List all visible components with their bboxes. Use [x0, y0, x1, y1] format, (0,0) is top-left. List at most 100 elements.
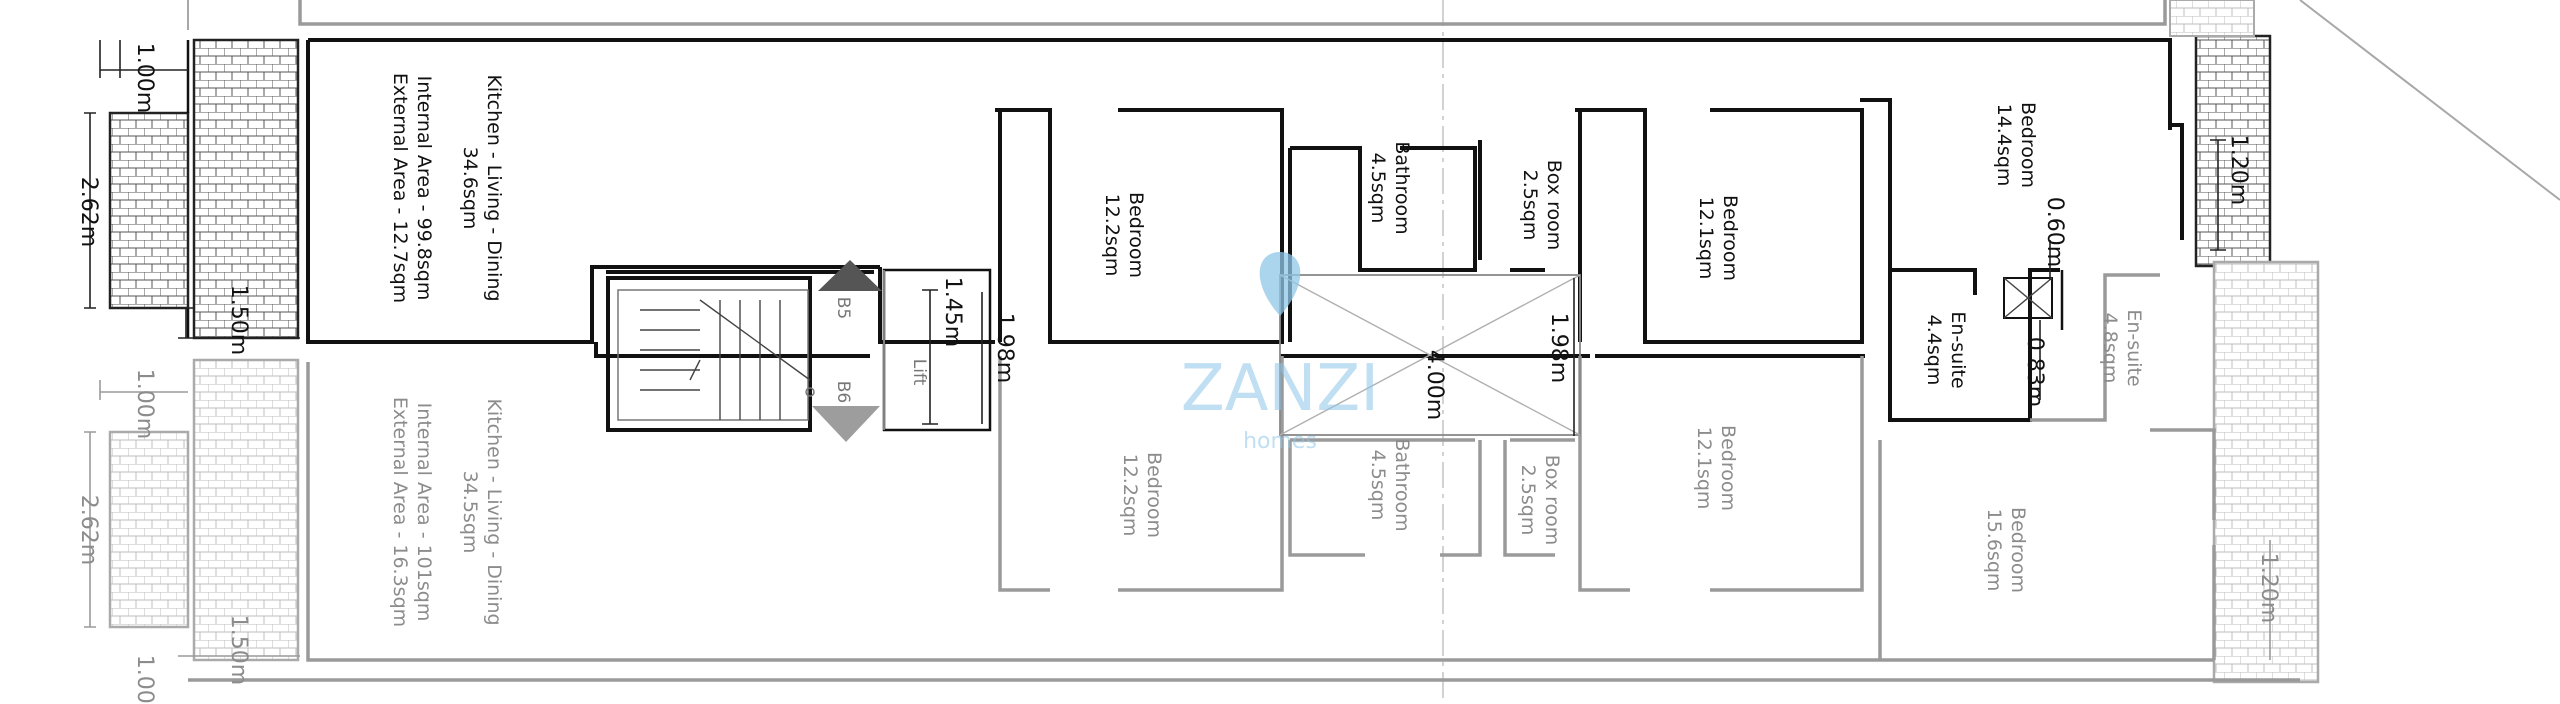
neighbour-unit-top: [187, 0, 2167, 30]
right-balcony-top: [2194, 34, 2272, 268]
svg-text:14.4sqm: 14.4sqm: [1993, 104, 2015, 187]
service-shaft: [1279, 274, 1581, 436]
svg-text:Kitchen - Living - Dining: Kitchen - Living - Dining: [483, 74, 505, 301]
dim-top-1-00: 1.00m: [132, 43, 157, 113]
room-label-boxroom-top: Box room 2.5sqm: [1519, 160, 1565, 251]
svg-text:0.60m: 0.60m: [2042, 197, 2067, 267]
svg-text:12.2sqm: 12.2sqm: [1101, 194, 1123, 277]
location-pin-icon: [1259, 252, 1301, 316]
lift-shaft: [882, 268, 992, 432]
room-label-bedroom2-top: Bedroom 12.1sqm: [1695, 195, 1741, 281]
svg-text:34.6sqm: 34.6sqm: [459, 147, 481, 230]
apartment-walls-current: [306, 38, 2184, 422]
svg-text:B6: B6: [833, 381, 853, 403]
svg-text:Internal Area - 101sqm: Internal Area - 101sqm: [413, 403, 435, 622]
svg-text:ZANZI: ZANZI: [1181, 352, 1379, 426]
stair-core: [606, 260, 882, 442]
dim-lift-1-98: 1.98m: [992, 313, 1017, 383]
room-label-boxroom-bottom: Box room 2.5sqm: [1517, 455, 1563, 546]
svg-text:34.5sqm: 34.5sqm: [459, 471, 481, 554]
svg-text:Bedroom: Bedroom: [2007, 507, 2029, 593]
svg-text:En-suite: En-suite: [2123, 309, 2145, 386]
svg-text:Bathroom: Bathroom: [1391, 438, 1413, 531]
svg-text:Bedroom: Bedroom: [1125, 192, 1147, 278]
svg-text:12.2sqm: 12.2sqm: [1119, 454, 1141, 537]
dim-right-1-20: 1.20m: [2226, 135, 2251, 205]
room-label-bedroom3-top: Bedroom 14.4sqm: [1993, 102, 2039, 188]
left-balcony-bottom: [108, 358, 300, 662]
svg-text:4.5sqm: 4.5sqm: [1367, 450, 1389, 521]
room-label-bedroom1-bottom: Bedroom 12.2sqm: [1119, 452, 1165, 538]
svg-text:1.00m: 1.00m: [132, 655, 157, 704]
dim-shaft-4-00: 4.00m: [1422, 350, 1447, 420]
svg-text:0.83m: 0.83m: [2022, 337, 2047, 407]
svg-text:Bedroom: Bedroom: [2017, 102, 2039, 188]
svg-text:En-suite: En-suite: [1947, 311, 1969, 388]
dim-bot-2-62: 2.62m: [76, 495, 101, 565]
room-label-bedroom2-bottom: Bedroom 12.1sqm: [1693, 425, 1739, 511]
dim-top-2-62: 2.62m: [76, 177, 101, 247]
room-label-kitchen-bottom: Kitchen - Living - Dining 34.5sqm Intern…: [389, 397, 505, 627]
dim-lift-1-45: 1.45m: [940, 277, 965, 347]
dimension-lines: [84, 40, 2271, 660]
svg-text:Bedroom: Bedroom: [1719, 195, 1741, 281]
svg-text:Bedroom: Bedroom: [1717, 425, 1739, 511]
dim-right-1-20-bottom: 1.20m: [2256, 553, 2281, 623]
dim-edge-1-00: 1.00m: [132, 655, 157, 704]
room-label-ensuite-bottom: En-suite 4.8sqm: [2099, 309, 2145, 386]
dim-right-0-60: 0.60m: [2042, 197, 2067, 267]
room-label-kitchen-top: Kitchen - Living - Dining 34.6sqm Intern…: [389, 73, 505, 303]
dim-shaft-1-98: 1.98m: [1546, 313, 1571, 383]
svg-text:15.6sqm: 15.6sqm: [1983, 509, 2005, 592]
dim-right-0-83: 0.83m: [2022, 337, 2047, 407]
apartment-walls-other: [188, 273, 2300, 682]
room-label-bathroom-top: Bathroom 4.5sqm: [1367, 141, 1413, 234]
svg-text:4.8sqm: 4.8sqm: [2099, 313, 2121, 384]
svg-text:4.4sqm: 4.4sqm: [1923, 315, 1945, 386]
svg-text:12.1sqm: 12.1sqm: [1693, 427, 1715, 510]
svg-text:12.1sqm: 12.1sqm: [1695, 197, 1717, 280]
svg-text:1.45m: 1.45m: [940, 277, 965, 347]
svg-text:B5: B5: [833, 297, 853, 319]
svg-text:2.62m: 2.62m: [76, 177, 101, 247]
label-b5: B5: [833, 297, 853, 319]
svg-text:Kitchen - Living - Dining: Kitchen - Living - Dining: [483, 398, 505, 625]
svg-text:2.5sqm: 2.5sqm: [1519, 170, 1541, 241]
svg-text:1.98m: 1.98m: [992, 313, 1017, 383]
svg-text:homes: homes: [1243, 429, 1317, 454]
svg-text:1.00m: 1.00m: [132, 369, 157, 439]
svg-text:1.50m: 1.50m: [226, 285, 251, 355]
svg-text:2.5sqm: 2.5sqm: [1517, 465, 1539, 536]
svg-text:External Area - 16.3sqm: External Area - 16.3sqm: [389, 397, 411, 627]
svg-text:4.5sqm: 4.5sqm: [1367, 153, 1389, 224]
svg-text:4.00m: 4.00m: [1422, 350, 1447, 420]
label-lift: Lift: [909, 359, 929, 386]
room-label-bathroom-bottom: Bathroom 4.5sqm: [1367, 438, 1413, 531]
svg-text:External Area - 12.7sqm: External Area - 12.7sqm: [389, 73, 411, 303]
left-balcony-top: [108, 38, 300, 340]
label-b6: B6: [833, 381, 853, 403]
svg-text:1.50m: 1.50m: [226, 615, 251, 685]
lightwell-right: [2003, 270, 2064, 330]
dim-bot-1-00: 1.00m: [132, 369, 157, 439]
dim-bot-1-50: 1.50m: [226, 615, 251, 685]
svg-text:1.20m: 1.20m: [2226, 135, 2251, 205]
up-arrow-icon: [818, 260, 882, 291]
svg-text:1.00m: 1.00m: [132, 43, 157, 113]
room-label-bedroom1-top: Bedroom 12.2sqm: [1101, 192, 1147, 278]
dim-top-1-50: 1.50m: [226, 285, 251, 355]
svg-text:Box room: Box room: [1543, 160, 1565, 251]
svg-text:Internal Area - 99.8sqm: Internal Area - 99.8sqm: [413, 76, 435, 301]
right-balcony-bottom: [2169, 0, 2560, 684]
svg-text:Lift: Lift: [909, 359, 929, 386]
zanzi-watermark: ZANZI homes: [1181, 252, 1379, 454]
room-label-ensuite-top: En-suite 4.4sqm: [1923, 311, 1969, 388]
svg-text:Bathroom: Bathroom: [1391, 141, 1413, 234]
svg-text:Bedroom: Bedroom: [1143, 452, 1165, 538]
room-label-bedroom3-bottom: Bedroom 15.6sqm: [1983, 507, 2029, 593]
svg-text:1.20m: 1.20m: [2256, 553, 2281, 623]
svg-text:Box room: Box room: [1541, 455, 1563, 546]
svg-text:1.98m: 1.98m: [1546, 313, 1571, 383]
down-arrow-icon: [812, 406, 880, 442]
